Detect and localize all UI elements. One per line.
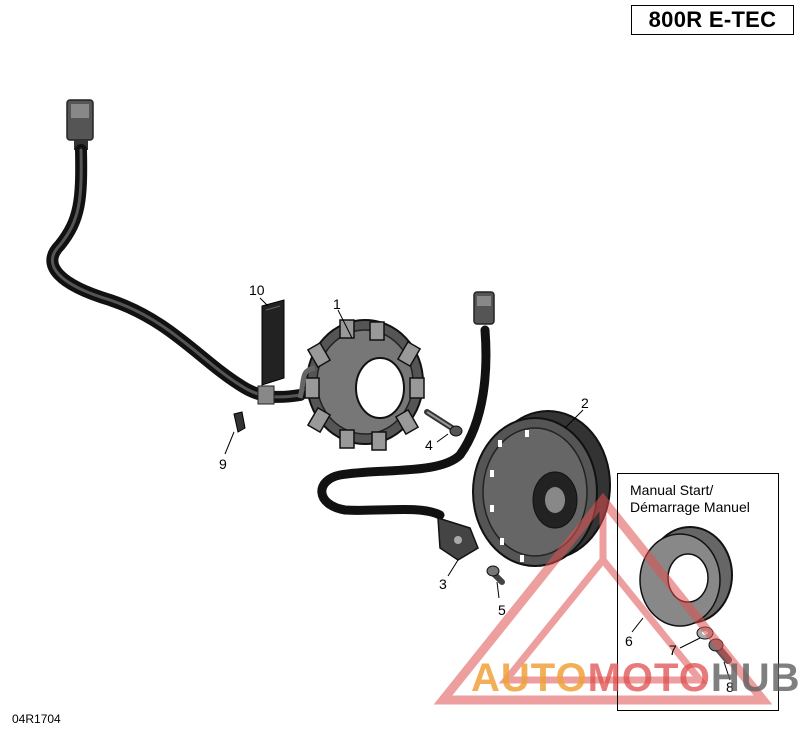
flywheel-part-2 xyxy=(472,410,611,567)
inset-title-line1: Manual Start/ xyxy=(630,482,714,498)
clip-part-9 xyxy=(233,411,246,433)
inset-title: Manual Start/ Démarrage Manuel xyxy=(630,482,750,516)
callout-4: 4 xyxy=(425,437,433,453)
callout-7: 7 xyxy=(669,642,677,658)
inset-title-line2: Démarrage Manuel xyxy=(630,499,750,515)
pulley-part-6 xyxy=(639,526,733,627)
trigger-connector-icon xyxy=(473,291,495,325)
watermark-logo xyxy=(433,492,773,705)
manual-start-inset: Manual Start/ Démarrage Manuel xyxy=(617,473,779,711)
leader-lines xyxy=(224,297,731,681)
callout-3: 3 xyxy=(439,576,447,592)
model-label: 800R E-TEC xyxy=(631,5,794,35)
callout-10: 10 xyxy=(249,282,265,298)
callout-8: 8 xyxy=(726,679,734,695)
watermark-text-part3: HUB xyxy=(710,656,800,700)
harness-connector-icon xyxy=(66,99,94,150)
callout-5: 5 xyxy=(498,602,506,618)
watermark-text-part2: MOTO xyxy=(587,656,711,700)
callout-1: 1 xyxy=(333,296,341,312)
sensor-part-3 xyxy=(437,516,479,561)
watermark-text-part1: AUTO xyxy=(471,656,588,700)
trigger-sensor-wire xyxy=(317,325,491,520)
screw-part-5 xyxy=(486,565,505,585)
stator-part-1 xyxy=(297,319,425,451)
callout-9: 9 xyxy=(219,456,227,472)
screw-part-4 xyxy=(424,409,463,437)
callout-6: 6 xyxy=(625,633,633,649)
reference-code: 04R1704 xyxy=(12,712,61,726)
pad-part-10 xyxy=(261,299,285,386)
callout-2: 2 xyxy=(581,395,589,411)
watermark-text: AUTOMOTOHUB xyxy=(471,656,800,701)
